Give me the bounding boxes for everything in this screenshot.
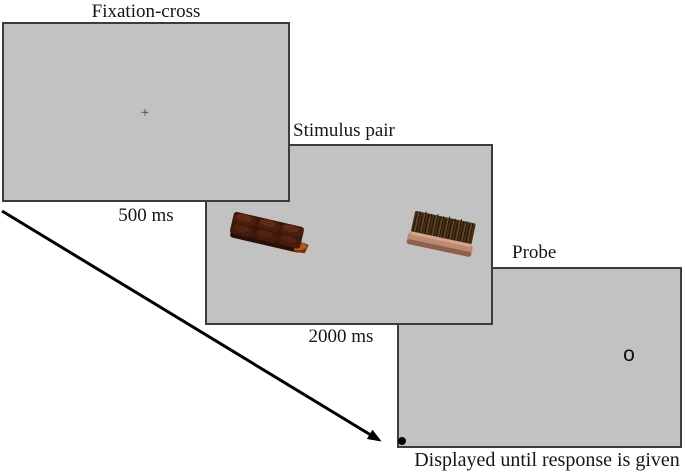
probe-duration-label: Displayed until response is given xyxy=(414,449,680,471)
shoe-brush-image xyxy=(406,211,476,257)
fixation-screen-label: Fixation-cross xyxy=(91,1,201,22)
fixation-cross-symbol: + xyxy=(140,105,150,121)
probe-screen-label: Probe xyxy=(512,242,557,263)
fixation-duration-label: 500 ms xyxy=(118,205,174,226)
probe-symbol: o xyxy=(623,343,635,366)
stimulus-pair-label: Stimulus pair xyxy=(293,120,395,141)
stimulus-duration-label: 2000 ms xyxy=(308,326,374,347)
fixation-screen: + xyxy=(2,22,290,202)
